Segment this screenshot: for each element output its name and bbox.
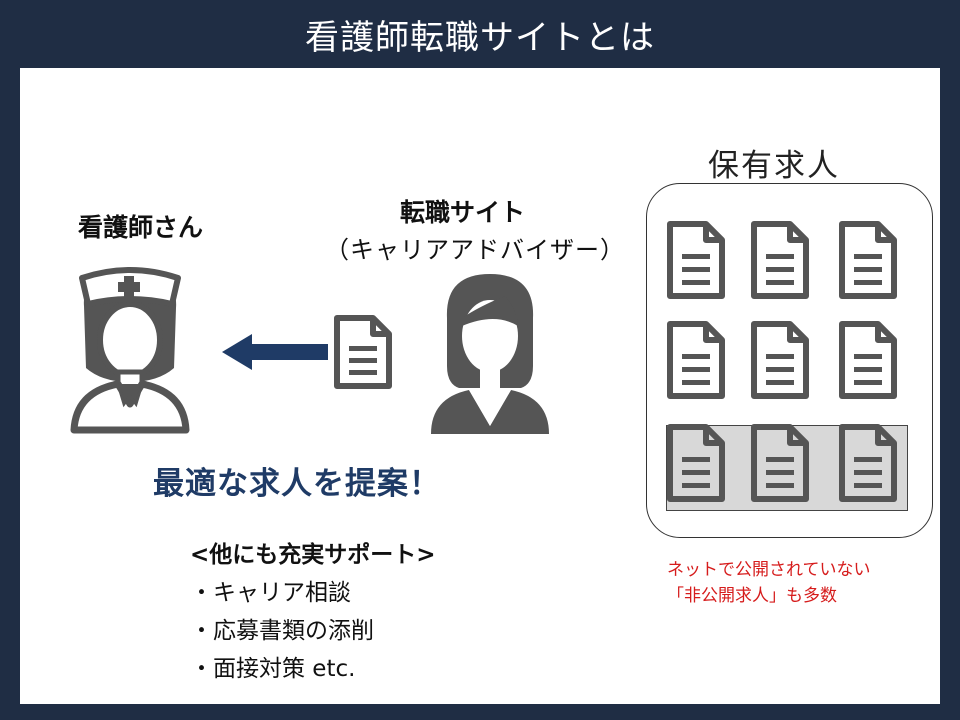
document-icon [750,423,810,507]
note-line: ネットで公開されていない [667,560,871,580]
nurse-label: 看護師さん [78,213,204,242]
document-icon [750,320,810,404]
support-item: ・面接対策 etc. [190,656,356,682]
document-icon [838,220,898,304]
document-icon [750,220,810,304]
hidden-jobs-note: ネットで公開されていない 「非公開求人」も多数 [667,557,871,609]
support-item: ・応募書類の添削 [190,618,374,644]
advisor-icon [431,274,549,434]
document-icon [666,423,726,507]
nurse-icon [70,267,190,434]
arrow-left-icon [222,334,328,370]
document-icon [838,423,898,507]
document-icon [666,220,726,304]
support-item: ・キャリア相談 [190,580,351,606]
document-icon [666,320,726,404]
support-heading: <他にも充実サポート> [190,542,436,568]
advisor-label: （キャリアアドバイザー） [325,236,625,264]
site-label: 転職サイト [400,198,526,227]
document-icon [838,320,898,404]
proposal-text: 最適な求人を提案！ [153,466,441,502]
note-line: 「非公開求人」も多数 [667,586,837,606]
content-panel: 看護師さん 転職サイト （キャリアアドバイザー） [20,68,940,704]
support-list: <他にも充実サポート> ・キャリア相談 ・応募書類の添削 ・面接対策 etc. [190,536,436,688]
holdings-label: 保有求人 [708,148,840,184]
document-icon [333,314,393,394]
page-title: 看護師転職サイトとは [305,17,655,58]
job-listings-box [646,183,933,538]
